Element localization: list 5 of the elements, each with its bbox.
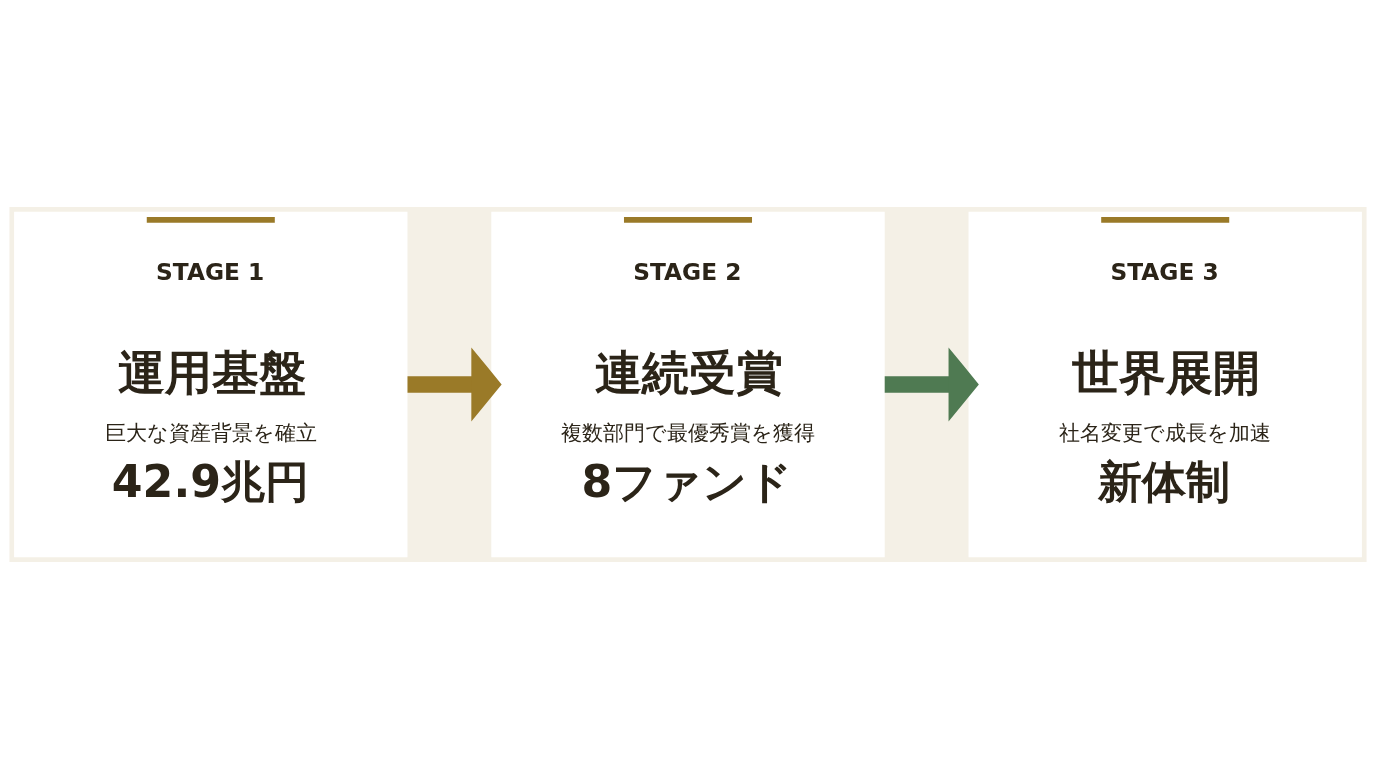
arrow xyxy=(407,346,502,422)
node-box: STAGE 2 連続受賞 複数部門で最優秀賞を獲得 8ファンド xyxy=(491,211,885,557)
arrow xyxy=(884,346,979,422)
node-box: STAGE 3 世界展開 社名変更で成長を加速 新体制 xyxy=(968,211,1362,557)
node-box: STAGE 1 運用基盤 巨大な資産背景を確立 42.9兆円 xyxy=(14,211,408,557)
